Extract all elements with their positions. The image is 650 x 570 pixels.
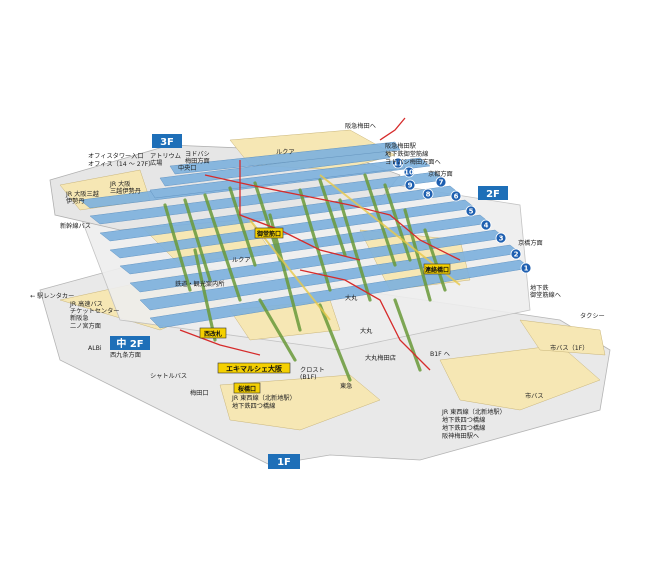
label-jr-tozai-bottom: JR 東西線（北新地駅） — [231, 394, 296, 402]
svg-text:7: 7 — [439, 179, 444, 187]
label-jr-tozai: JR 東西線（北新地駅） — [441, 408, 506, 416]
label-ikeda-bottom: 梅田口 — [190, 389, 209, 397]
label-naka-exit: 中央口 — [178, 164, 197, 172]
label-subway-midosuji: 地下鉄御堂筋線 — [385, 150, 428, 158]
platform-9 — [149, 159, 406, 199]
svg-text:2: 2 — [514, 251, 519, 259]
label-yodobashi-to: ヨドバシ梅田方面へ — [385, 158, 441, 166]
svg-text:3F: 3F — [160, 137, 174, 148]
label-subway-yotsubashi: 地下鉄四つ橋線 — [442, 416, 485, 424]
label-yodobashi-umeda: ヨドバシ梅田方面 — [185, 151, 210, 165]
label-subway-midosuji-right: 地下鉄御堂筋線へ — [530, 284, 561, 299]
escalators — [163, 173, 447, 382]
label-hanshin-umeda: 阪神梅田駅へ — [442, 432, 479, 440]
label-taxi: タクシー — [580, 312, 605, 320]
svg-text:1F: 1F — [277, 457, 291, 468]
svg-text:エキマルシェ大阪: エキマルシェ大阪 — [226, 364, 283, 373]
tag-midosuji-kaisatsu: 御堂筋口 — [254, 227, 284, 239]
svg-text:2F: 2F — [486, 189, 500, 200]
svg-text:連絡橋口: 連絡橋口 — [425, 266, 449, 274]
label-nishimon: 二ノ宮方面 — [70, 322, 101, 330]
track-number-5: 5 — [465, 205, 477, 217]
label-daimaru-lower: 大丸 — [360, 327, 373, 335]
track-number-10: 10 — [403, 166, 415, 178]
label-jr-osaka-left: JR 大阪三越伊勢丹 — [65, 190, 99, 205]
svg-text:10: 10 — [404, 169, 414, 177]
floor-badge-1f: 1F — [268, 454, 300, 469]
label-subway-yotsubashi-2: 地下鉄四つ橋線 — [442, 424, 485, 432]
label-hankyu-ext: 阪急梅田へ — [345, 122, 376, 130]
floor-badge-2f: 2F — [478, 186, 508, 200]
svg-text:3: 3 — [499, 235, 504, 243]
track-number-9: 9 — [404, 179, 416, 191]
label-city-bus-right: 市バス（1F） — [550, 344, 588, 352]
track-number-6: 6 — [450, 190, 462, 202]
label-jr-osaka-sanban: JR 大阪三越伊勢丹 — [109, 180, 141, 195]
label-kyoto-direction: 京都方面 — [428, 170, 453, 178]
label-hankyu-station: 阪急梅田駅 — [385, 142, 416, 150]
label-cross-1f: クロスト(B1F) — [300, 367, 325, 381]
svg-text:桜橋口: 桜橋口 — [238, 385, 256, 393]
floor-badge-mid-2f: 中 2F — [110, 336, 150, 350]
svg-text:4: 4 — [484, 222, 489, 230]
label-daimaru-umeda: 大丸梅田店 — [365, 354, 396, 362]
label-atrium: アトリウム広場 — [150, 152, 181, 167]
label-tanba-building: 東急 — [340, 382, 352, 390]
track-number-11: 11 — [392, 157, 404, 169]
floor-badge-3f: 3F — [152, 134, 182, 148]
svg-text:5: 5 — [469, 208, 474, 216]
label-shinkansen-bus: 新幹線バス — [60, 222, 91, 230]
svg-text:9: 9 — [408, 182, 413, 190]
track-numbers: 1 2 3 4 5 6 7 8 9 10 11 — [392, 157, 532, 274]
track-number-2: 2 — [510, 248, 522, 260]
label-subway-yotsubashi-bottom: 地下鉄四つ橋線 — [232, 402, 275, 410]
svg-text:西改札: 西改札 — [204, 330, 222, 338]
track-number-7: 7 — [435, 176, 447, 188]
tag-sakurabashi: 桜橋口 — [233, 382, 261, 394]
svg-text:8: 8 — [426, 191, 431, 199]
label-b1f-to: B1F へ — [430, 351, 450, 358]
label-shuttle-bus: シャトルバス — [150, 373, 187, 380]
svg-text:6: 6 — [454, 193, 459, 201]
tag-nishi-kaisatsu: 西改札 — [199, 327, 227, 339]
tag-umeda-exit: 連絡橋口 — [423, 263, 451, 275]
platform-11 — [169, 141, 401, 175]
label-kyobashi: 京橋方面 — [518, 239, 543, 247]
label-albi: ALBi — [88, 345, 102, 352]
label-nishimaru: 西九条方面 — [110, 351, 141, 359]
svg-text:1: 1 — [524, 265, 529, 273]
svg-text:中 2F: 中 2F — [116, 337, 143, 350]
tag-ekimarche: エキマルシェ大阪 — [217, 362, 291, 374]
label-office-entrance: オフィスタワー入口 — [88, 152, 144, 160]
track-number-1: 1 — [520, 262, 532, 274]
label-shin-hankyu: 新阪急 — [70, 314, 89, 322]
label-rent-a-car: ← 駅レンタカー — [30, 292, 74, 300]
track-number-3: 3 — [495, 232, 507, 244]
label-tetsudo-info: 鉄道・観光案内所 — [175, 280, 225, 288]
label-lucua-mid: ルクア — [232, 257, 251, 264]
svg-text:11: 11 — [393, 160, 403, 168]
label-daimaru-top: 大丸 — [345, 294, 358, 302]
svg-text:御堂筋口: 御堂筋口 — [256, 230, 281, 238]
place-labels: オフィスタワー入口 オフィス（14 ～ 27F） アトリウム広場 ヨドバシ梅田方… — [30, 122, 605, 440]
track-number-8: 8 — [422, 188, 434, 200]
label-jr-highway-bus: JR 高速バスチケットセンター — [69, 300, 120, 315]
label-city-bus-bottom: 市バス — [525, 392, 544, 400]
label-lucua-top: ルクア — [276, 149, 295, 156]
track-number-4: 4 — [480, 219, 492, 231]
label-office-floors: オフィス（14 ～ 27F） — [88, 161, 154, 168]
